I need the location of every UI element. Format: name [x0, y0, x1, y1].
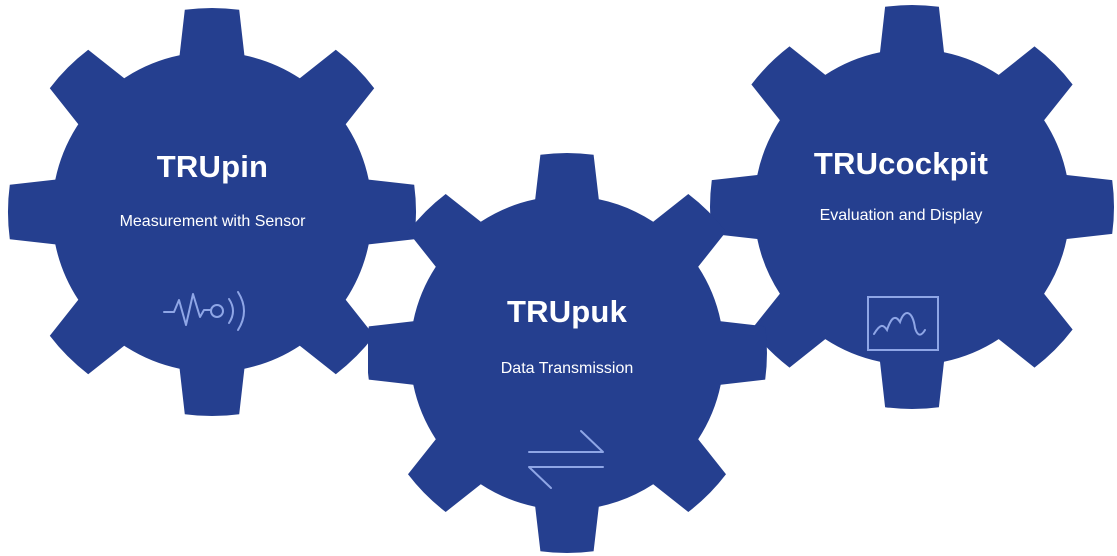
gear-trucockpit: TRUcockpit Evaluation and Display — [705, 0, 1117, 425]
gear-subtitle: Evaluation and Display — [819, 207, 983, 224]
transfer-arrows-icon — [528, 430, 604, 489]
gear-trupin: TRUpin Measurement with Sensor — [0, 0, 425, 425]
gear-icon — [710, 5, 1114, 409]
gear-icon — [7, 7, 417, 417]
gear-trupuk: TRUpuk Data Transmission — [368, 150, 770, 556]
signal-waveform-icon — [163, 291, 245, 331]
gear-icon — [368, 153, 767, 553]
gear-title: TRUpin — [156, 149, 269, 184]
gear-title: TRUcockpit — [813, 146, 989, 181]
gear-title: TRUpuk — [506, 294, 628, 329]
display-chart-icon — [867, 296, 939, 351]
gear-subtitle: Data Transmission — [500, 360, 634, 377]
gear-subtitle: Measurement with Sensor — [119, 213, 306, 230]
